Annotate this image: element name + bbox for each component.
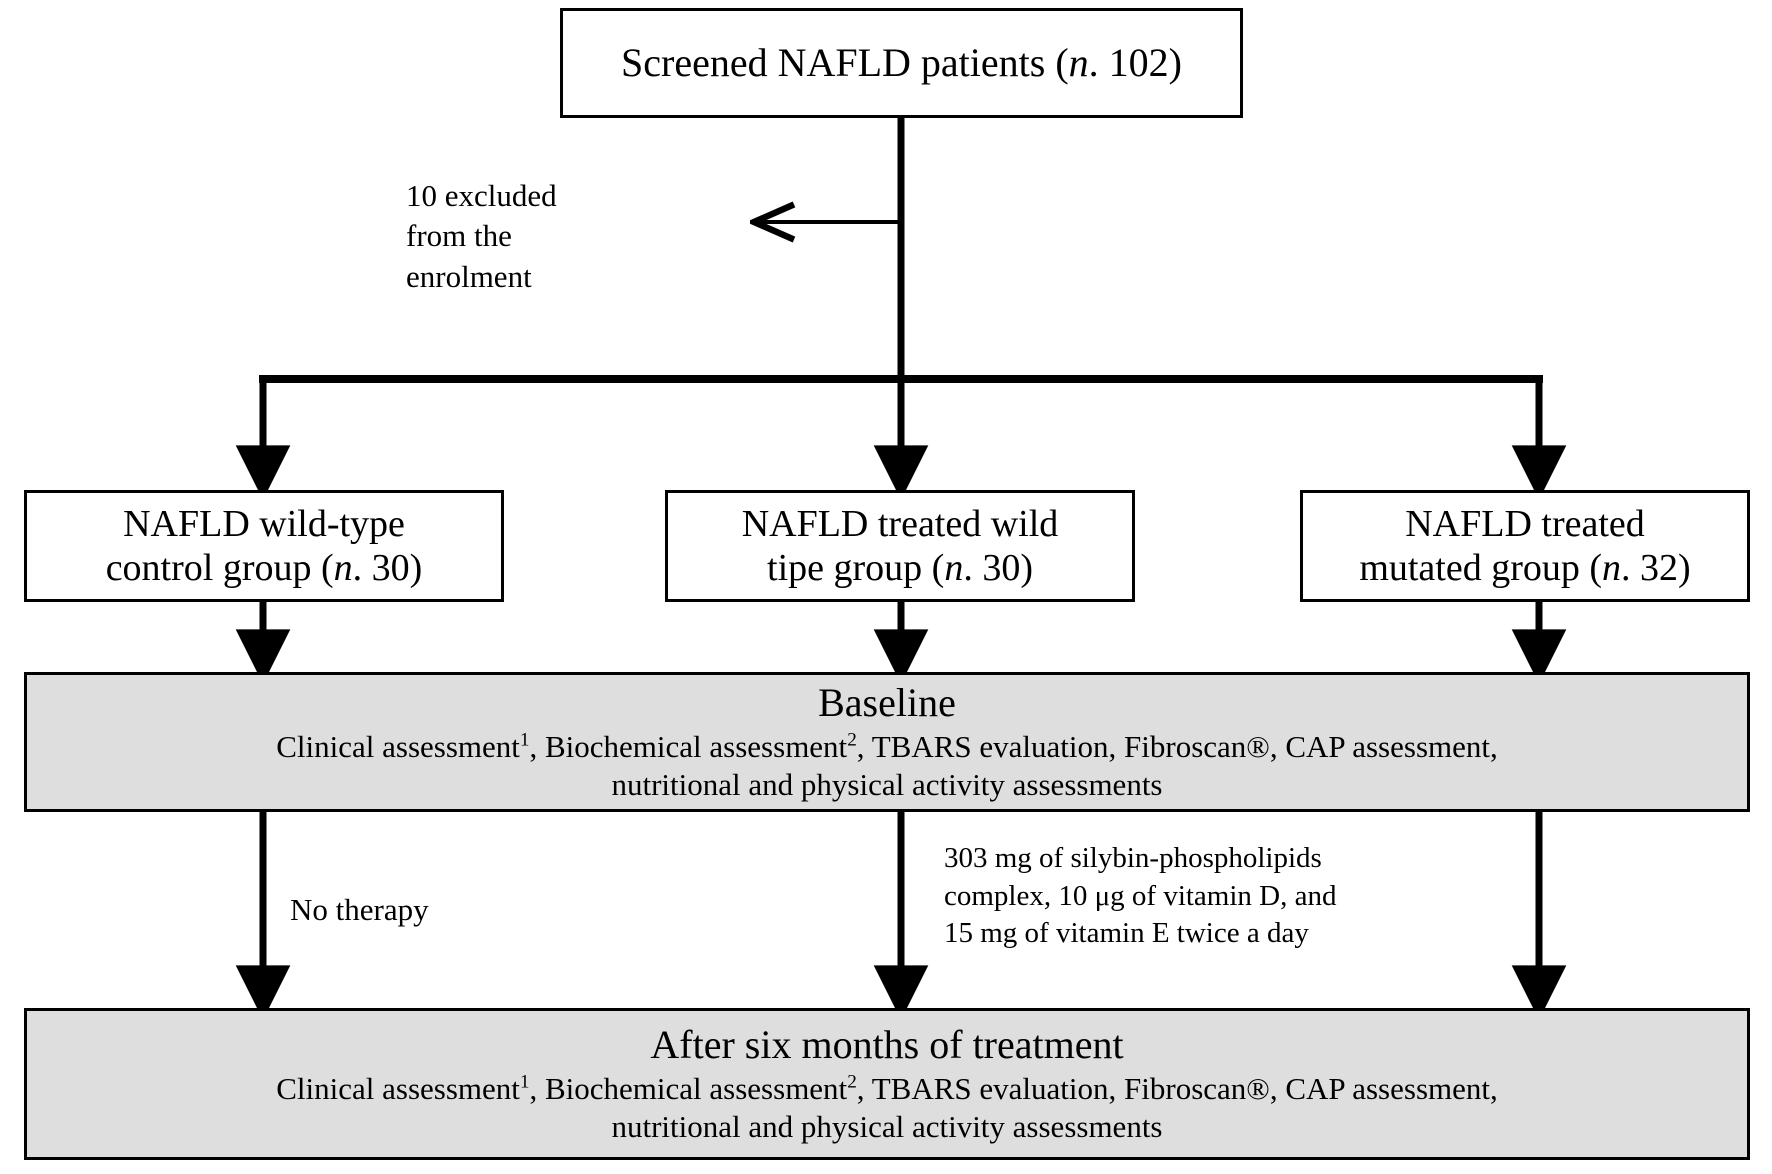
node-treated-mutated-n-italic: n [1602, 547, 1622, 589]
node-screened-n-italic: n [1068, 39, 1089, 85]
baseline-assessments-line-2: nutritional and physical activity assess… [611, 767, 1163, 802]
node-treated-mutated-line-1: NAFLD treated [1405, 502, 1645, 545]
after-assessments-line-2: nutritional and physical activity assess… [611, 1109, 1163, 1144]
baseline-clinical-assessment-text: Clinical assessment [276, 729, 520, 765]
node-screened-text-after: . 102) [1088, 39, 1182, 85]
after-footnote-marker-2: 2 [847, 1071, 857, 1093]
node-treated-wild-text-after: . 30) [963, 547, 1033, 589]
node-wild-control-text-before: control group ( [105, 547, 334, 589]
node-wild-control-n-italic: n [333, 547, 353, 589]
note-therapy-line-3: 15 mg of vitamin E twice a day [944, 917, 1309, 950]
baseline-biochemical-assessment-text: , Biochemical assessment [529, 729, 848, 765]
after-assessments-line-1: Clinical assessment1, Biochemical assess… [276, 1070, 1498, 1108]
node-treated-wild-n-italic: n [944, 547, 964, 589]
baseline-rest-of-line-1: , TBARS evaluation, Fibroscan®, CAP asse… [856, 729, 1498, 765]
node-treated-wild-line-2: tipe group (n. 30) [767, 546, 1033, 590]
note-no-therapy-text: No therapy [290, 892, 429, 927]
node-nafld-wild-type-control-group[interactable]: NAFLD wild-type control group (n. 30) [24, 490, 504, 602]
node-treated-wild-line-1: NAFLD treated wild [741, 502, 1059, 545]
node-treated-mutated-text-before: mutated group ( [1359, 547, 1603, 589]
baseline-footnote-marker-1: 1 [519, 729, 530, 751]
node-nafld-treated-mutated-group[interactable]: NAFLD treated mutated group (n. 32) [1300, 490, 1750, 602]
node-treated-mutated-text-after: . 32) [1621, 547, 1691, 589]
note-excluded-line-3: enrolment [406, 258, 532, 294]
node-wild-control-text-after: . 30) [352, 547, 423, 589]
node-screened-nafld-patients[interactable]: Screened NAFLD patients (n. 102) [560, 8, 1243, 118]
baseline-assessments-line-1: Clinical assessment1, Biochemical assess… [276, 728, 1498, 766]
node-wild-control-line-2: control group (n. 30) [106, 546, 423, 590]
baseline-footnote-marker-2: 2 [847, 729, 857, 751]
after-rest-of-line-1: , TBARS evaluation, Fibroscan®, CAP asse… [856, 1071, 1498, 1107]
node-screened-text-before: Screened NAFLD patients ( [621, 39, 1069, 85]
node-nafld-treated-wild-tipe-group[interactable]: NAFLD treated wild tipe group (n. 30) [665, 490, 1135, 602]
after-six-months-title: After six months of treatment [650, 1022, 1124, 1068]
note-no-therapy: No therapy [290, 890, 590, 930]
note-therapy-line-2: complex, 10 μg of vitamin D, and [944, 879, 1337, 912]
note-therapy-line-1: 303 mg of silybin-phospholipids [944, 842, 1322, 874]
after-biochemical-assessment-text: , Biochemical assessment [529, 1071, 848, 1107]
note-excluded-from-enrolment: 10 excluded from the enrolment [406, 176, 706, 297]
note-therapy-regimen: 303 mg of silybin-phospholipids complex,… [944, 840, 1514, 953]
after-footnote-marker-1: 1 [519, 1071, 530, 1093]
node-screened-label: Screened NAFLD patients (n. 102) [621, 39, 1182, 86]
node-treated-mutated-line-2: mutated group (n. 32) [1359, 546, 1690, 590]
node-baseline-stage[interactable]: Baseline Clinical assessment1, Biochemic… [24, 672, 1750, 812]
baseline-title: Baseline [818, 680, 956, 726]
note-excluded-line-2: from the [406, 218, 512, 254]
note-excluded-line-1: 10 excluded [406, 178, 557, 213]
after-clinical-assessment-text: Clinical assessment [276, 1071, 520, 1107]
node-after-six-months-stage[interactable]: After six months of treatment Clinical a… [24, 1008, 1750, 1160]
node-treated-wild-text-before: tipe group ( [767, 547, 945, 589]
node-wild-control-line-1: NAFLD wild-type [123, 502, 405, 545]
